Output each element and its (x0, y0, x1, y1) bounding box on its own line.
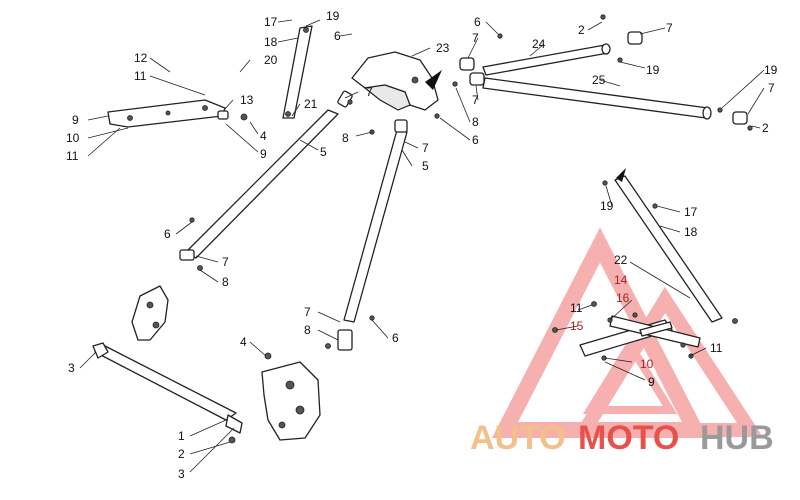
callout-6: 6 (472, 133, 479, 147)
mount-bracket-23 (351, 51, 442, 111)
callout-3: 3 (68, 361, 75, 375)
callout-2: 2 (762, 121, 769, 135)
callout-7: 7 (472, 93, 479, 107)
right-brace-assembly (552, 301, 701, 361)
upper-left-brace (107, 99, 248, 128)
callout-8: 8 (304, 323, 311, 337)
callout-10: 10 (640, 357, 654, 371)
callout-19: 19 (600, 199, 614, 213)
bushings-group (434, 14, 753, 131)
callout-19: 19 (326, 9, 340, 23)
callout-4: 4 (240, 335, 247, 349)
lower-tube-1 (92, 342, 243, 444)
callout-13: 13 (240, 93, 254, 107)
callout-9: 9 (72, 113, 79, 127)
watermark-auto: AUTO (470, 419, 566, 457)
watermark-text: AUTO MOTO HUB (470, 419, 774, 457)
left-hinge-bracket (131, 285, 169, 341)
callout-7: 7 (366, 85, 373, 99)
leader-lines (79, 19, 765, 473)
callout-7: 7 (472, 31, 479, 45)
callout-7: 7 (666, 21, 673, 35)
callout-4: 4 (260, 129, 267, 143)
strut-18-upper (282, 25, 313, 119)
callout-9: 9 (260, 147, 267, 161)
lower-frame-mount (261, 352, 321, 441)
callout-11: 11 (134, 69, 147, 83)
callout-18: 18 (684, 225, 698, 239)
callout-19: 19 (764, 63, 778, 77)
callout-6: 6 (334, 29, 341, 43)
callout-15: 15 (570, 319, 584, 333)
callout-19: 19 (646, 63, 660, 77)
tube-5-left (179, 90, 375, 271)
callout-7: 7 (304, 305, 311, 319)
callout-9: 9 (648, 375, 655, 389)
callout-20: 20 (264, 53, 278, 67)
callout-23: 23 (436, 41, 450, 55)
callout-8: 8 (342, 131, 349, 145)
callout-labels: 17 18 19 6 12 20 11 9 10 11 13 4 9 21 5 … (66, 9, 778, 481)
callout-14: 14 (614, 273, 628, 287)
callout-2: 2 (178, 447, 185, 461)
callout-17: 17 (684, 205, 698, 219)
watermark-moto: MOTO (578, 419, 679, 457)
callout-22: 22 (614, 253, 628, 267)
callout-1: 1 (178, 429, 185, 443)
callout-11: 11 (710, 341, 723, 355)
callout-11: 11 (570, 301, 583, 315)
tube-5-right (325, 119, 408, 351)
callout-18: 18 (264, 35, 278, 49)
callout-21: 21 (304, 97, 318, 111)
callout-6: 6 (392, 331, 399, 345)
callout-3: 3 (178, 467, 185, 481)
callout-5: 5 (422, 159, 429, 173)
watermark-hub: HUB (700, 419, 774, 457)
callout-7: 7 (768, 81, 775, 95)
callout-8: 8 (472, 115, 479, 129)
callout-11: 11 (66, 149, 79, 163)
strut-18-right (602, 168, 738, 324)
callout-10: 10 (66, 131, 80, 145)
callout-7: 7 (222, 255, 229, 269)
callout-5: 5 (320, 145, 327, 159)
callout-25: 25 (592, 73, 606, 87)
callout-16: 16 (616, 291, 630, 305)
tube-24 (482, 43, 611, 76)
callout-6: 6 (164, 227, 171, 241)
callout-2: 2 (578, 23, 585, 37)
callout-6: 6 (474, 15, 481, 29)
callout-17: 17 (264, 15, 278, 29)
callout-12: 12 (134, 51, 148, 65)
callout-7: 7 (422, 141, 429, 155)
callout-8: 8 (222, 275, 229, 289)
callout-24: 24 (532, 37, 546, 51)
